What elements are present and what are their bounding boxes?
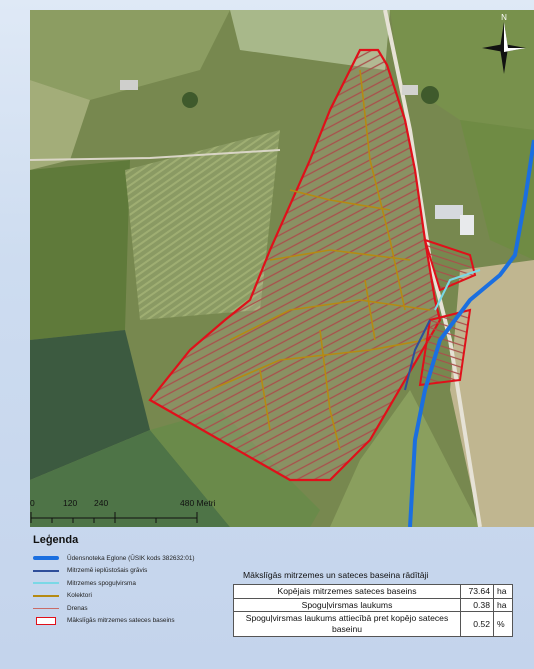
ditch-line-icon <box>33 566 59 576</box>
wetland-surface <box>434 269 481 311</box>
metrics-table: Kopējais mitrzemes sateces baseins 73.64… <box>233 584 513 637</box>
tree-cluster <box>421 86 439 104</box>
field <box>330 390 480 527</box>
collector-line-icon <box>33 591 59 601</box>
field <box>150 410 320 527</box>
building <box>120 80 138 90</box>
scale-ruler <box>30 512 198 523</box>
stream-eglone <box>408 139 534 527</box>
catchment-boundary[interactable] <box>148 48 442 482</box>
metric-value: 73.64 <box>460 584 494 599</box>
inflow-ditch <box>404 319 431 391</box>
aerial-map: N <box>30 10 534 527</box>
scale-label-480: 480 Metri <box>180 498 216 508</box>
building <box>435 205 463 219</box>
field <box>390 10 534 130</box>
metric-unit: ha <box>493 584 513 599</box>
metric-value: 0.38 <box>460 597 494 613</box>
field <box>125 130 280 320</box>
field <box>30 80 90 170</box>
table-row: Spoguļvirsmas laukums attiecībā pret kop… <box>233 611 513 637</box>
table-row: Spoguļvirsmas laukums 0.38 ha <box>233 597 513 613</box>
field <box>230 10 390 70</box>
scale-label-120: 120 <box>63 498 78 508</box>
collectors <box>209 69 431 451</box>
table-row: Kopējais mitrzemes sateces baseins 73.64… <box>233 584 513 599</box>
scale-bar: 0 120 240 480 Metri <box>30 498 270 528</box>
north-label: N <box>501 13 507 22</box>
legend-item-surface: Mitrzemes spoguļvirsma <box>33 577 243 590</box>
scale-label-240: 240 <box>94 498 109 508</box>
metric-value: 0.52 <box>460 611 494 637</box>
legend: Ūdensnoteka Eglone (ŪSIK kods 382632:01)… <box>33 552 243 627</box>
legend-label: Mākslīgās mitrzemes sateces baseins <box>67 617 175 625</box>
legend-item-drains: Drenas <box>33 602 243 615</box>
building <box>402 85 418 95</box>
legend-label: Kolektori <box>67 592 92 600</box>
stream-line-icon <box>33 553 59 563</box>
building <box>460 215 474 235</box>
north-arrow: N <box>482 13 526 74</box>
legend-label: Drenas <box>67 604 88 612</box>
map-frame[interactable]: N <box>30 10 534 527</box>
legend-item-stream: Ūdensnoteka Eglone (ŪSIK kods 382632:01) <box>33 552 243 565</box>
legend-item-ditch: Mitrzemē ieplūstošais grāvis <box>33 565 243 578</box>
metric-unit: % <box>493 611 513 637</box>
legend-item-catchment: Mākslīgās mitrzemes sateces baseins <box>33 615 243 628</box>
metric-unit: ha <box>493 597 513 613</box>
drain-line-icon <box>33 603 59 613</box>
field <box>460 120 534 260</box>
scale-label-0: 0 <box>30 498 35 508</box>
field <box>30 10 230 100</box>
legend-label: Ūdensnoteka Eglone (ŪSIK kods 382632:01) <box>67 554 195 562</box>
surface-line-icon <box>33 578 59 588</box>
tree-cluster <box>182 92 198 108</box>
metric-description: Spoguļvirsmas laukums attiecībā pret kop… <box>233 611 461 637</box>
field <box>30 160 130 340</box>
road <box>30 149 281 161</box>
legend-label: Mitrzemes spoguļvirsma <box>67 579 136 587</box>
catchment-box-icon <box>33 616 59 626</box>
metric-description: Kopējais mitrzemes sateces baseins <box>233 584 461 599</box>
metric-description: Spoguļvirsmas laukums <box>233 597 461 613</box>
legend-item-collectors: Kolektori <box>33 590 243 603</box>
catchment-boundary[interactable] <box>423 238 477 292</box>
table-title: Mākslīgās mitrzemes un sateces baseina r… <box>243 570 429 580</box>
legend-title: Leģenda <box>33 534 79 546</box>
field <box>30 430 230 527</box>
legend-label: Mitrzemē ieplūstošais grāvis <box>67 567 148 575</box>
